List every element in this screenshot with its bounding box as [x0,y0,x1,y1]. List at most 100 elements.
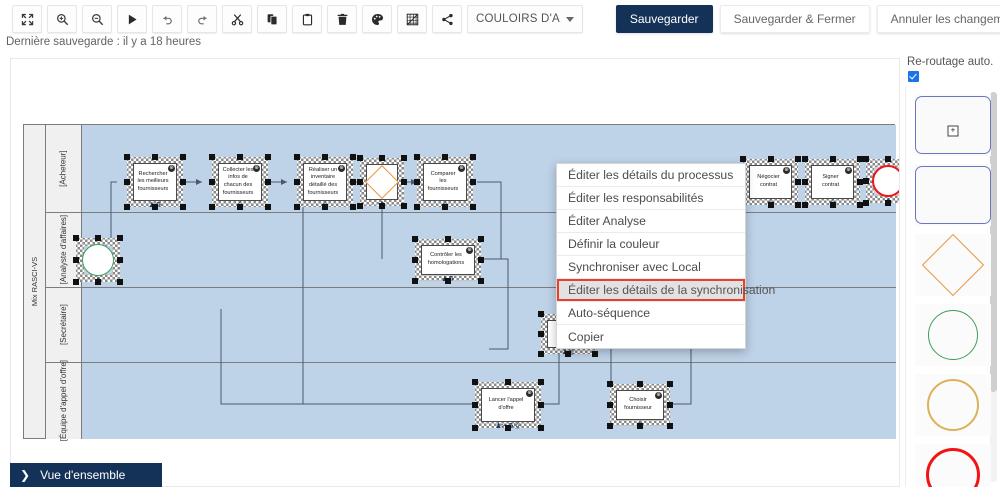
share-button[interactable] [432,5,462,33]
task-type-icon: ⊕ [845,167,852,174]
context-menu-item-edit-responsibilities[interactable]: Éditer les responsabilités [557,187,745,210]
task-negocier-contrat[interactable]: Négocier contrat ⊕ ⎙ [740,156,801,208]
start-event-icon [82,244,114,276]
delete-button[interactable] [327,5,357,33]
play-button[interactable] [117,5,147,33]
auto-route-checkbox[interactable] [908,71,919,82]
palette-scrollbar-thumb[interactable] [990,92,997,392]
rounded-rect-icon [915,166,991,224]
context-menu-item-edit-sync-details[interactable]: Éditer les détails de la synchronisation [557,279,775,302]
task-type-icon: ⊕ [338,165,345,172]
toolbar: COULOIRS D'A Sauvegarder Sauvegarder & F… [0,0,1000,38]
red-circle-icon [926,448,980,487]
last-save-status: Dernière sauvegarde : il y a 18 heures [6,36,201,48]
redo-icon [196,13,209,26]
lane-color-select[interactable]: COULOIRS D'A [467,5,583,33]
task-label: Réaliser un inventaire détaillé des four… [303,163,347,201]
task-label: Contrôler les homologations [421,245,475,275]
cancel-changes-button[interactable]: Annuler les changements [876,5,1000,33]
task-type-icon: ⊕ [655,392,662,399]
context-menu-item-auto-sequence[interactable]: Auto-séquence [557,302,745,325]
lane-header-acheteur: [Acheteur] [46,125,82,212]
task-lancer-appel-offre[interactable]: Lancer l'appel d'offre ⊕ ♟✂♻⓪ [472,379,544,431]
diagram-canvas[interactable]: Mix RASCI-VS [Acheteur] [Analyste d'affa… [10,58,900,487]
play-icon [126,13,139,26]
lane-label: [Équipe d'appel d'offre] [58,360,68,442]
lane-label: [Analyste d'affaires] [58,215,68,285]
context-menu-item-edit-analysis[interactable]: Éditer Analyse [557,210,745,233]
context-menu-item-sync-local[interactable]: Synchroniser avec Local [557,256,745,279]
task-type-icon: ⊕ [168,165,175,172]
diagram-root: Mix RASCI-VS [Acheteur] [Analyste d'affa… [11,59,899,486]
lane-header-equipe: [Équipe d'appel d'offre] [46,360,82,442]
lane-header-secretaire: [Secrétaire] [46,288,82,362]
end-event-icon [872,165,899,197]
end-event[interactable]: ♟ [863,156,899,206]
save-button[interactable]: Sauvegarder [615,5,713,33]
lane-body [82,213,896,287]
lane-equipe-appel-offre[interactable]: [Équipe d'appel d'offre] [46,360,896,442]
context-menu-item-edit-process-details[interactable]: Éditer les détails du processus [557,164,745,187]
palette-subprocess-shape[interactable] [915,164,991,226]
zoom-out-icon [91,13,104,26]
lane-body [82,288,896,362]
zoom-out-button[interactable] [82,5,112,33]
overview-label: Vue d'ensemble [40,468,126,482]
save-and-close-button[interactable]: Sauvegarder & Fermer [719,5,870,33]
start-event[interactable]: ♟ [73,235,123,285]
palette-gateway-shape[interactable] [915,233,991,297]
pool-header: Mix RASCI-VS [24,125,46,438]
chevron-down-icon [565,16,574,22]
task-rechercher-fournisseurs[interactable]: Rechercher les meilleurs fournisseurs ⊕ … [124,154,186,210]
task-collecter-infos[interactable]: Collecter les infos de chacun des fourni… [209,154,271,210]
copy-button[interactable] [257,5,287,33]
redo-button[interactable] [187,5,217,33]
context-menu-item-copy[interactable]: Copier [568,329,604,344]
palette-end-event-shape[interactable] [915,444,991,487]
task-type-icon: ⊕ [466,247,473,254]
task-signer-contrat[interactable]: Signer contrat ⊕ ⎙ [802,156,863,208]
lane-color-select-label: COULOIRS D'A [476,13,560,25]
context-menu-item-define-color[interactable]: Définir la couleur [557,233,745,256]
paste-icon [301,13,314,26]
task-realiser-inventaire[interactable]: Réaliser un inventaire détaillé des four… [294,154,356,210]
cut-button[interactable] [222,5,252,33]
task-comparer-fournisseurs[interactable]: Comparer les fournisseurs ⊕ ⎙ [414,154,476,210]
green-circle-icon [928,310,978,360]
palette-shape-list[interactable]: + [905,86,1000,487]
chevron-right-icon: ❯ [20,468,31,482]
share-icon [441,13,454,26]
zoom-in-icon [56,13,69,26]
context-menu[interactable]: Éditer les détails du processus Éditer l… [556,163,775,349]
gateway-exclusive[interactable]: ♟ [357,155,407,209]
paste-button[interactable] [292,5,322,33]
palette-icon [371,13,384,26]
task-label: Collecter les infos de chacun des fourni… [218,163,262,201]
shape-palette: Re-routage auto. + [905,52,1000,487]
grid-button[interactable] [397,5,427,33]
palette-task-shape[interactable]: + [915,94,991,156]
task-controler-homologations[interactable]: Contrôler les homologations ⊕ ♟♻ [412,236,484,284]
task-type-icon: ⊕ [526,390,533,397]
task-type-icon: ⊕ [783,167,790,174]
pool-label: Mix RASCI-VS [30,256,40,307]
auto-route-label: Re-routage auto. [907,56,994,68]
color-button[interactable] [362,5,392,33]
diamond-icon [921,233,985,297]
fit-screen-icon [21,13,34,26]
task-choisir-fournisseur[interactable]: Choisir fournisseur ⊕ ⎙ [607,381,673,429]
overview-button[interactable]: ❯ Vue d'ensemble [10,463,162,487]
fit-screen-button[interactable] [12,5,42,33]
lane-secretaire[interactable]: [Secrétaire] [46,288,896,363]
zoom-in-button[interactable] [47,5,77,33]
undo-button[interactable] [152,5,182,33]
task-label: Choisir fournisseur [616,390,664,420]
lane-label: [Secrétaire] [58,304,68,346]
palette-intermediate-event-shape[interactable] [915,374,991,436]
task-type-icon: ⊕ [458,165,465,172]
rounded-rect-icon [915,96,991,154]
trash-icon [336,13,349,26]
plus-icon: + [947,125,959,137]
palette-start-event-shape[interactable] [915,304,991,366]
